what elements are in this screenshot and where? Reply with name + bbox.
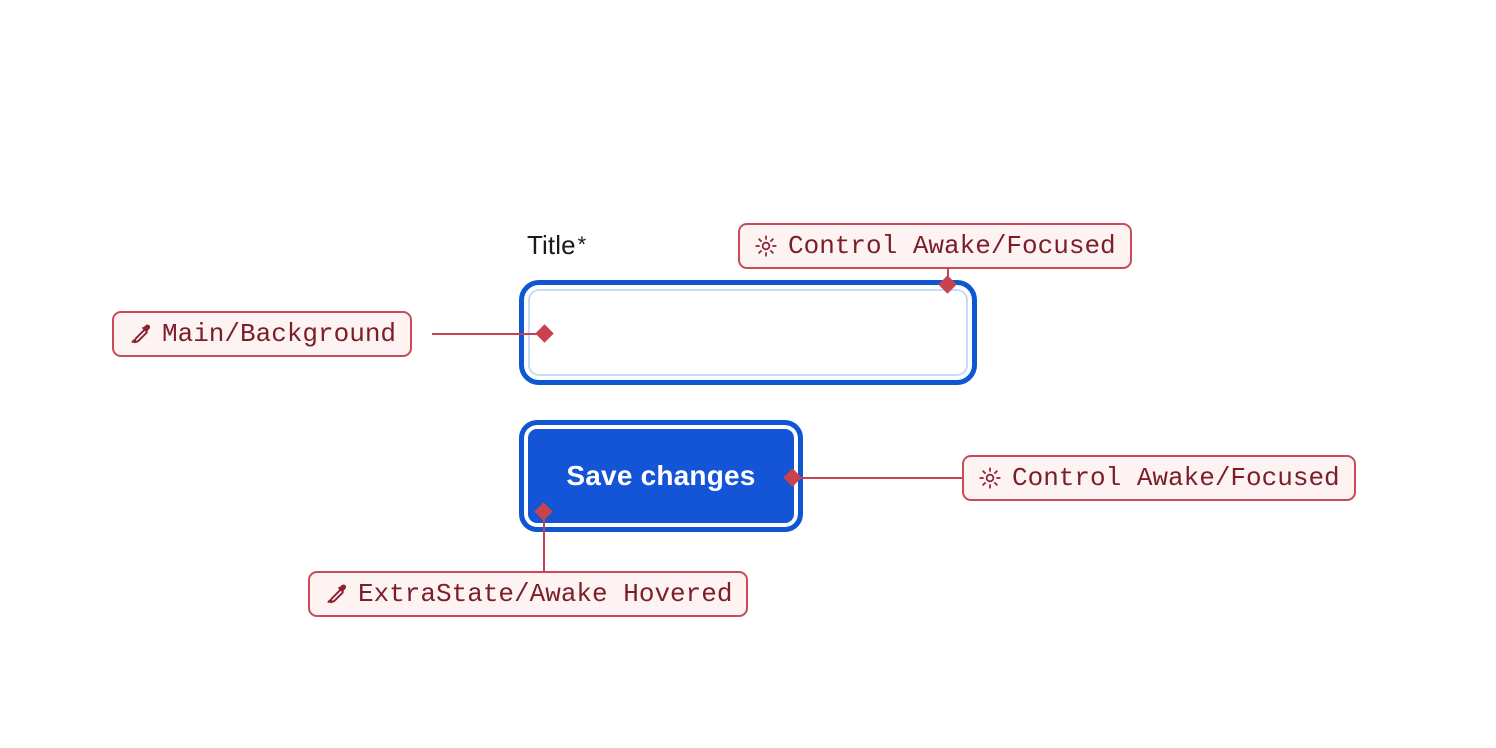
connector-control-awake-focused-button xyxy=(792,477,964,479)
save-changes-button[interactable]: Save changes xyxy=(519,420,803,532)
annotation-badge-control-awake-focused-input[interactable]: Control Awake/Focused xyxy=(738,223,1132,269)
annotation-badge-label: Control Awake/Focused xyxy=(1012,463,1340,493)
save-changes-button-label: Save changes xyxy=(566,460,756,491)
brightness-sun-icon xyxy=(978,466,1002,490)
annotation-badge-label: Main/Background xyxy=(162,319,397,349)
annotation-badge-label: Control Awake/Focused xyxy=(788,231,1116,261)
annotation-badge-label: ExtraState/Awake Hovered xyxy=(358,579,733,609)
eyedropper-icon xyxy=(324,582,348,606)
field-label-text: Title xyxy=(527,230,576,260)
connector-main-background xyxy=(432,333,547,335)
brightness-sun-icon xyxy=(754,234,778,258)
annotation-badge-control-awake-focused-button[interactable]: Control Awake/Focused xyxy=(962,455,1356,501)
connector-extrastate-awake-hovered xyxy=(543,513,545,573)
eyedropper-icon xyxy=(128,322,152,346)
annotation-badge-main-background[interactable]: Main/Background xyxy=(112,311,413,357)
annotation-badge-extrastate-awake-hovered[interactable]: ExtraState/Awake Hovered xyxy=(308,571,749,617)
required-asterisk: * xyxy=(577,232,587,257)
title-input[interactable] xyxy=(519,280,977,385)
field-label-title: Title* xyxy=(527,228,586,262)
